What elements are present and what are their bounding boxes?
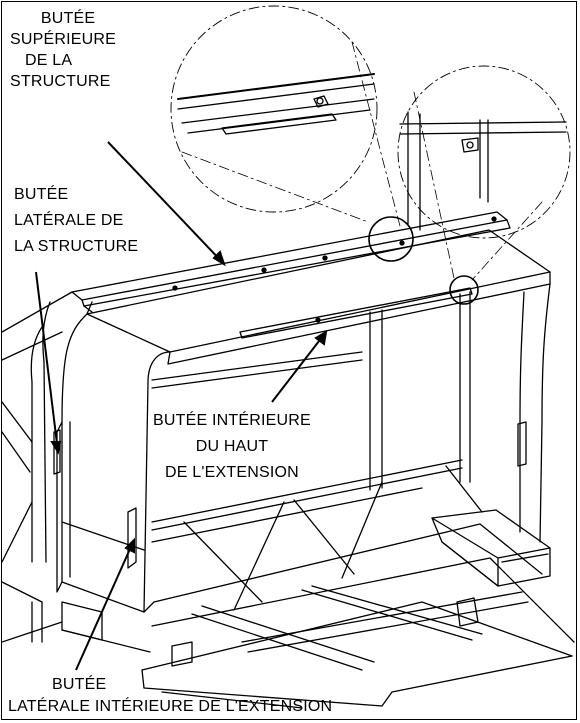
leader-side-stop-arrowhead: [50, 441, 62, 455]
leader-inner-top-stop-arrowhead: [314, 330, 328, 346]
label-inner-top-stop-line-3: DE L'EXTENSION: [165, 464, 299, 481]
detail-leader-lines: [181, 41, 543, 281]
leader-top-stop-arrowhead: [212, 250, 226, 267]
extension-roof: [86, 229, 551, 365]
label-inner-side-stop-line-1: BUTÉE: [52, 676, 107, 693]
zoom-circle-2: [449, 275, 479, 305]
label-side-stop-line-1: BUTÉE: [14, 186, 69, 203]
label-top-stop-line-4: STRUCTURE: [10, 73, 111, 90]
leader-inner-side-stop: [75, 539, 135, 671]
extension-left-wall: [56, 313, 171, 613]
detail-circle-side-stop: [397, 65, 571, 239]
label-top-stop: BUTÉE SUPÉRIEURE DE LA STRUCTURE: [10, 8, 116, 92]
extension-floor-frame: [61, 523, 575, 709]
label-inner-side-stop-line-2: LATÉRALE INTÉRIEURE DE L'EXTENSION: [8, 698, 333, 715]
label-top-stop-line-3: DE LA: [25, 52, 73, 69]
label-leaders: [35, 141, 328, 671]
leader-inner-top-stop: [271, 331, 327, 403]
zoom-circle-1: [368, 216, 414, 262]
label-top-stop-line-2: SUPÉRIEURE: [10, 31, 117, 48]
label-inner-top-stop-line-2: DU HAUT: [195, 438, 269, 455]
label-side-stop: BUTÉE LATÉRALE DE LA STRUCTURE: [14, 182, 138, 260]
leader-side-stop: [35, 271, 59, 453]
structure-top-rail: [71, 211, 511, 313]
label-inner-top-stop: BUTÉE INTÉRIEURE DU HAUT DE L'EXTENSION: [150, 407, 314, 487]
leader-inner-side-stop-arrowhead: [124, 537, 135, 554]
label-inner-side-stop: BUTÉE LATÉRALE INTÉRIEURE DE L'EXTENSION: [8, 674, 332, 718]
detail-circle-top-stop: [170, 5, 378, 213]
label-side-stop-line-3: LA STRUCTURE: [14, 238, 139, 255]
step-assembly: [431, 509, 551, 587]
extension-right-wall: [459, 283, 551, 543]
label-side-stop-line-2: LATÉRALE DE: [14, 212, 124, 229]
label-top-stop-line-1: BUTÉE: [40, 10, 96, 27]
leader-top-stop: [107, 141, 225, 265]
label-inner-top-stop-line-1: BUTÉE INTÉRIEURE: [153, 412, 311, 429]
extension-inner-frame: [151, 309, 483, 611]
